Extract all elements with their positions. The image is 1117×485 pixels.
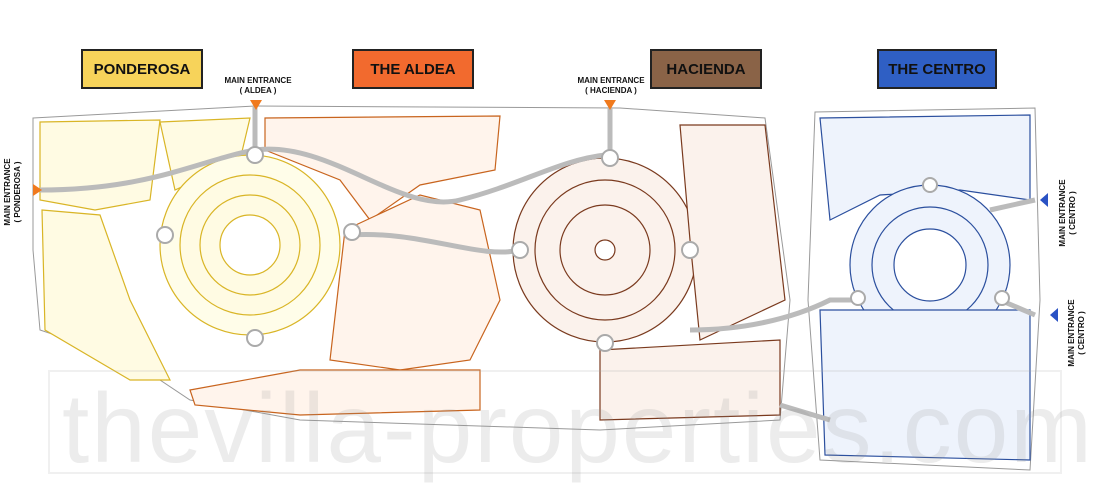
centro-label: THE CENTRO <box>877 49 997 89</box>
hacienda-entrance-title: MAIN ENTRANCE <box>577 76 645 85</box>
ponderosa-entrance-subtitle: ( PONDEROSA ) <box>13 161 22 223</box>
roundabouts <box>156 146 1010 352</box>
aldea-entrance-marker-icon <box>250 100 262 110</box>
centro-top-entrance-title: MAIN ENTRANCE <box>1058 179 1067 247</box>
ponderosa-entrance-title: MAIN ENTRANCE <box>3 158 12 226</box>
hacienda-entrance-subtitle: ( HACIENDA ) <box>585 86 637 95</box>
aldea-entrance-title: MAIN ENTRANCE <box>224 76 292 85</box>
ponderosa-label: PONDEROSA <box>81 49 203 89</box>
centro-top-entrance-subtitle: ( CENTRO ) <box>1068 191 1077 235</box>
centro-bottom-entrance-subtitle: ( CENTRO ) <box>1077 311 1086 355</box>
aldea-label: THE ALDEA <box>352 49 474 89</box>
ponderosa-entrance-marker-icon <box>33 184 42 196</box>
hacienda-label: HACIENDA <box>650 49 762 89</box>
centro-zone <box>819 114 1031 461</box>
ponderosa-entrance-label: MAIN ENTRANCE ( PONDEROSA ) <box>3 152 23 232</box>
ponderosa-zone <box>39 117 341 381</box>
centro-bottom-entrance-marker-icon <box>1050 308 1058 322</box>
aldea-entrance-subtitle: ( ALDEA ) <box>239 86 277 95</box>
aldea-entrance-label: MAIN ENTRANCE ( ALDEA ) <box>218 76 298 96</box>
centro-top-entrance-marker-icon <box>1040 193 1048 207</box>
centro-bottom-entrance-title: MAIN ENTRANCE <box>1067 299 1076 367</box>
centro-top-entrance-label: MAIN ENTRANCE ( CENTRO ) <box>1058 173 1078 253</box>
hacienda-entrance-marker-icon <box>604 100 616 110</box>
centro-bottom-entrance-label: MAIN ENTRANCE ( CENTRO ) <box>1067 293 1087 373</box>
hacienda-zone <box>512 124 786 421</box>
aldea-zone <box>189 115 501 416</box>
hacienda-entrance-label: MAIN ENTRANCE ( HACIENDA ) <box>567 76 655 96</box>
